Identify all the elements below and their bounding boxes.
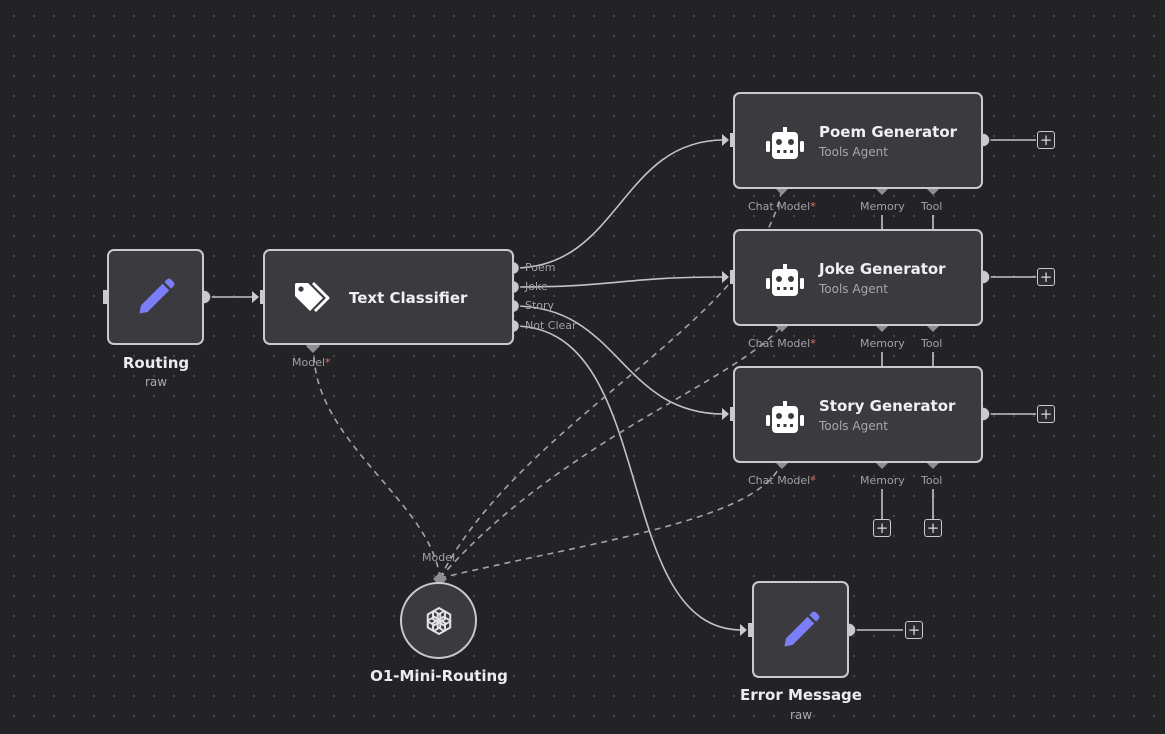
error-input-handle	[748, 623, 754, 637]
o1-mini-routing-node[interactable]	[400, 582, 477, 659]
story-tool-label: Tool	[921, 474, 943, 487]
poem-chat-model-label: Chat Model*	[748, 200, 816, 213]
output-label-joke: Joke	[525, 280, 548, 293]
error-add-next-button[interactable]: +	[905, 621, 923, 639]
arrow-to-story-generator	[722, 408, 729, 420]
arrow-to-classifier	[252, 291, 259, 303]
edge-joke-to-joke-generator	[513, 276, 725, 288]
edge-poem-to-poem-generator	[513, 139, 725, 269]
routing-title: Routing	[122, 354, 190, 372]
joke-add-next-button[interactable]: +	[1037, 268, 1055, 286]
output-label-story: Story	[525, 299, 555, 312]
story-generator-node[interactable]: Story Generator Tools Agent	[733, 366, 983, 463]
edge-notclear-to-error-message	[513, 325, 743, 631]
arrow-to-joke-generator	[722, 271, 729, 283]
pencil-icon	[139, 278, 174, 314]
story-generator-title: Story Generator	[819, 397, 956, 415]
joke-generator-node[interactable]: Joke Generator Tools Agent	[733, 229, 983, 326]
classifier-model-label: Model*	[292, 356, 331, 369]
arrow-to-poem-generator	[722, 134, 729, 146]
robot-icon	[766, 401, 804, 433]
error-message-node[interactable]	[752, 581, 849, 678]
poem-tool-label: Tool	[921, 200, 943, 213]
edge-model-to-story-generator	[439, 461, 783, 579]
joke-chat-model-label: Chat Model*	[748, 337, 816, 350]
openai-icon	[426, 606, 451, 635]
routing-input-handle	[103, 290, 109, 304]
error-message-title: Error Message	[740, 686, 862, 704]
joke-generator-subtitle: Tools Agent	[819, 282, 888, 296]
tags-icon	[295, 281, 330, 313]
edge-model-to-poem-generator	[439, 187, 783, 579]
story-add-tool-button[interactable]: +	[924, 519, 942, 537]
routing-subtitle: raw	[144, 375, 168, 389]
text-classifier-node[interactable]: Text Classifier	[263, 249, 514, 345]
poem-generator-title: Poem Generator	[819, 123, 958, 141]
joke-tool-label: Tool	[921, 337, 943, 350]
arrow-to-error-message	[740, 624, 747, 636]
robot-icon	[766, 264, 804, 296]
poem-generator-node[interactable]: Poem Generator Tools Agent	[733, 92, 983, 189]
routing-node[interactable]	[107, 249, 204, 345]
joke-memory-label: Memory	[860, 337, 905, 350]
output-label-poem: Poem	[525, 261, 556, 274]
story-chat-model-label: Chat Model*	[748, 474, 816, 487]
edge-model-to-joke-generator	[439, 324, 783, 579]
story-generator-subtitle: Tools Agent	[819, 419, 888, 433]
output-label-not-clear: Not Clear	[525, 319, 577, 332]
robot-icon	[766, 127, 804, 159]
edge-model-to-classifier	[313, 346, 441, 579]
poem-generator-subtitle: Tools Agent	[819, 145, 888, 159]
poem-add-next-button[interactable]: +	[1037, 131, 1055, 149]
o1-model-label: Model	[422, 551, 456, 564]
poem-memory-label: Memory	[860, 200, 905, 213]
story-add-memory-button[interactable]: +	[873, 519, 891, 537]
edge-story-to-story-generator	[513, 305, 725, 415]
story-add-next-button[interactable]: +	[1037, 405, 1055, 423]
text-classifier-title: Text Classifier	[349, 289, 468, 307]
o1-mini-routing-title: O1-Mini-Routing	[370, 667, 508, 685]
joke-generator-title: Joke Generator	[819, 260, 946, 278]
story-memory-label: Memory	[860, 474, 905, 487]
pencil-icon	[784, 611, 819, 646]
error-message-subtitle: raw	[789, 708, 813, 722]
